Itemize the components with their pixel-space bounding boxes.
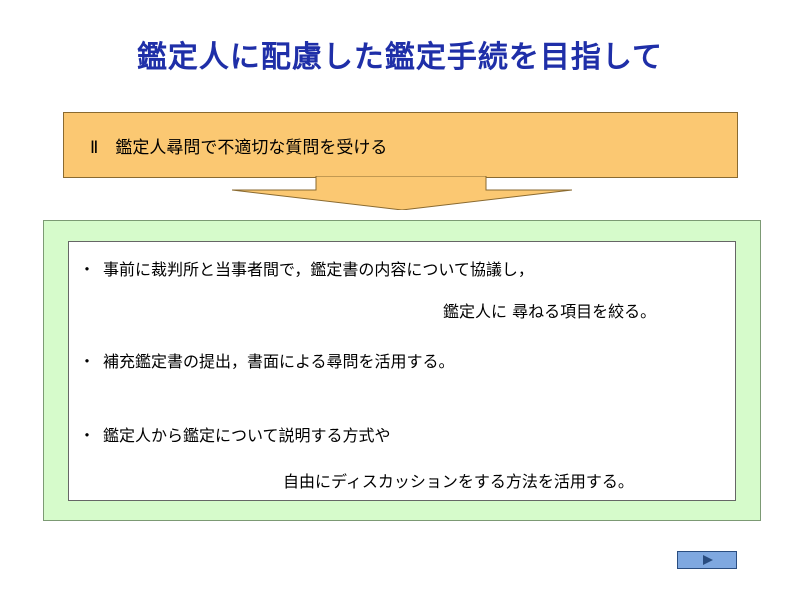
play-right-icon <box>703 555 713 565</box>
bullet: ・ <box>79 260 96 279</box>
banner-text: Ⅱ 鑑定人尋問で不適切な質問を受ける <box>90 138 388 158</box>
slide-title: 鑑定人に配慮した鑑定手続を目指して <box>136 40 664 75</box>
bullet: ・ <box>79 352 96 371</box>
bullet: ・ <box>79 426 96 445</box>
content-panel: ・ 事前に裁判所と当事者間で，鑑定書の内容について協議し， 鑑定人に 尋ねる項目… <box>43 220 761 521</box>
content-box: ・ 事前に裁判所と当事者間で，鑑定書の内容について協議し， 鑑定人に 尋ねる項目… <box>68 241 736 501</box>
item-3-line-2: 自由にディスカッションをする方法を活用する。 <box>283 472 634 491</box>
next-slide-button[interactable] <box>677 551 737 569</box>
down-arrow-shape <box>232 176 572 210</box>
item-3-line-1: 鑑定人から鑑定について説明する方式や <box>103 426 391 445</box>
item-1-line-2: 鑑定人に 尋ねる項目を絞る。 <box>443 302 657 321</box>
banner-box: Ⅱ 鑑定人尋問で不適切な質問を受ける <box>63 112 738 178</box>
item-1-line-1: 事前に裁判所と当事者間で，鑑定書の内容について協議し， <box>103 260 534 279</box>
item-2-line-1: 補充鑑定書の提出，書面による尋問を活用する。 <box>103 352 455 371</box>
